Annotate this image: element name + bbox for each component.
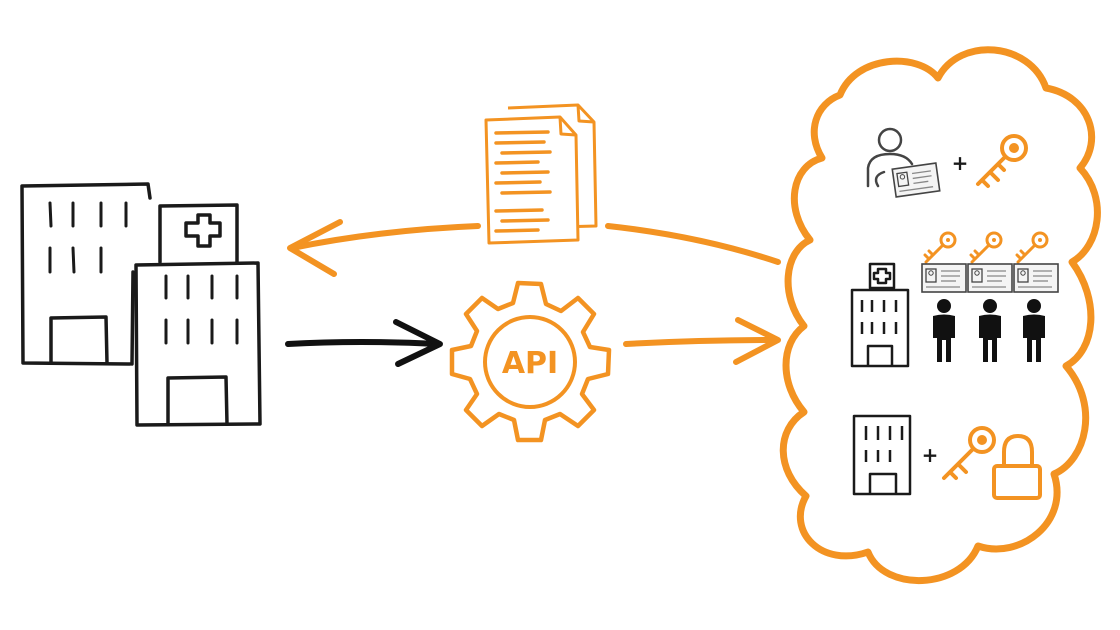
arrow-right-icon <box>623 317 781 365</box>
cloud-row-hospital-key-lock: + <box>852 414 1042 500</box>
arrow-right-icon <box>285 319 443 367</box>
hospital-icon <box>852 414 912 496</box>
key-icon <box>969 231 1003 264</box>
person-icon <box>979 299 1001 362</box>
key-icon <box>923 231 957 264</box>
documents-icon <box>484 103 598 245</box>
key-icon <box>942 426 996 480</box>
id-card-icon <box>891 162 941 198</box>
hospital-buildings-icon <box>20 182 262 427</box>
id-card-icon <box>967 263 1013 293</box>
lock-icon <box>992 434 1042 500</box>
plus-sign: + <box>952 151 969 175</box>
plus-sign: + <box>922 443 939 467</box>
key-icon <box>976 134 1028 188</box>
id-card-icon <box>1013 263 1059 293</box>
api-label: API <box>502 346 558 381</box>
cloud-row-hospital-staff-credentials <box>850 231 1059 368</box>
person-icon <box>1023 299 1045 362</box>
person-icon <box>933 299 955 362</box>
gear-icon: API <box>449 280 612 443</box>
cloud-icon <box>779 46 1101 585</box>
id-card-icon <box>921 263 967 293</box>
hospital-icon <box>850 262 910 368</box>
cloud-row-user-credential-key: + <box>866 127 1028 198</box>
user-icon <box>866 127 914 188</box>
key-icon <box>1015 231 1049 264</box>
arrow-left-icon <box>287 219 781 277</box>
